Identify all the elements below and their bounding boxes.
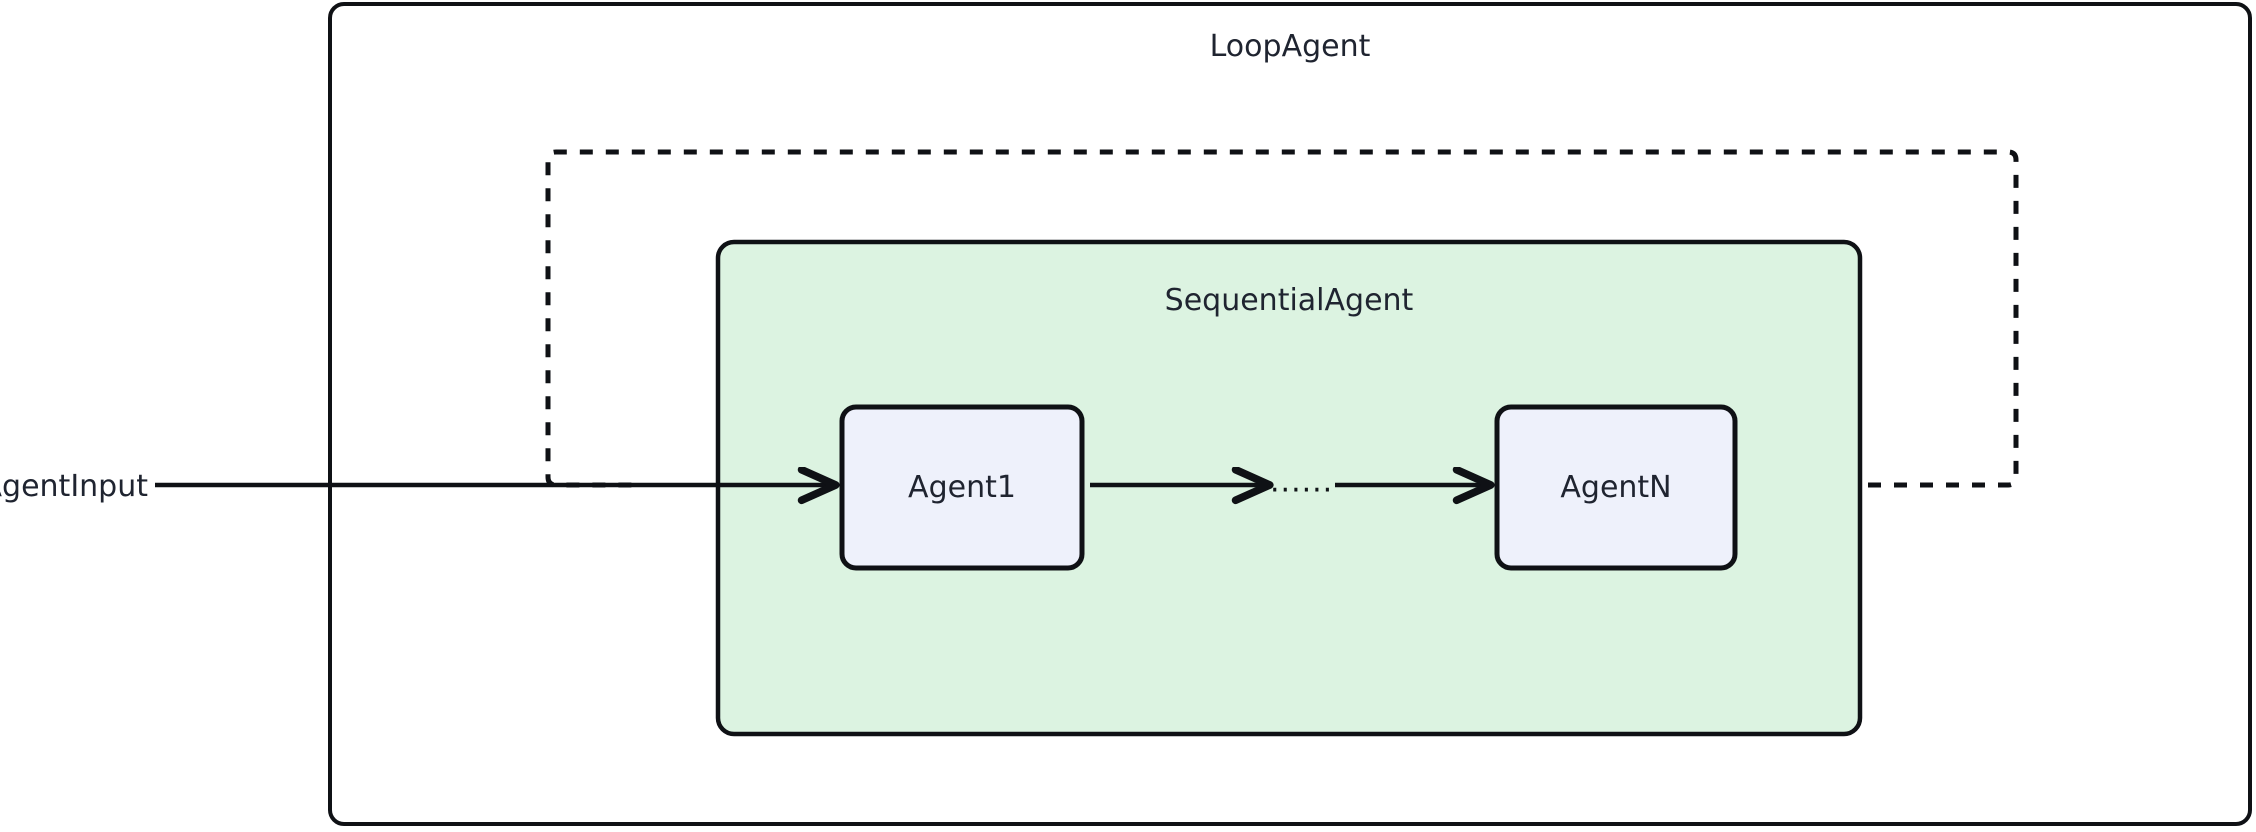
agentn-node[interactable] [1494, 404, 1738, 571]
ellipsis-label: ······ [1270, 473, 1333, 508]
sequential-agent-title: SequentialAgent [1165, 283, 1414, 318]
sequential-agent-container[interactable] [715, 239, 1863, 737]
agentn-label: AgentN [1560, 470, 1671, 505]
agent1-node[interactable] [839, 404, 1085, 571]
loop-back-dashed-path [545, 149, 2019, 488]
loop-agent-title: LoopAgent [1210, 29, 1371, 64]
agent-input-label: AgentInput [0, 469, 148, 504]
agent1-label: Agent1 [908, 470, 1016, 505]
